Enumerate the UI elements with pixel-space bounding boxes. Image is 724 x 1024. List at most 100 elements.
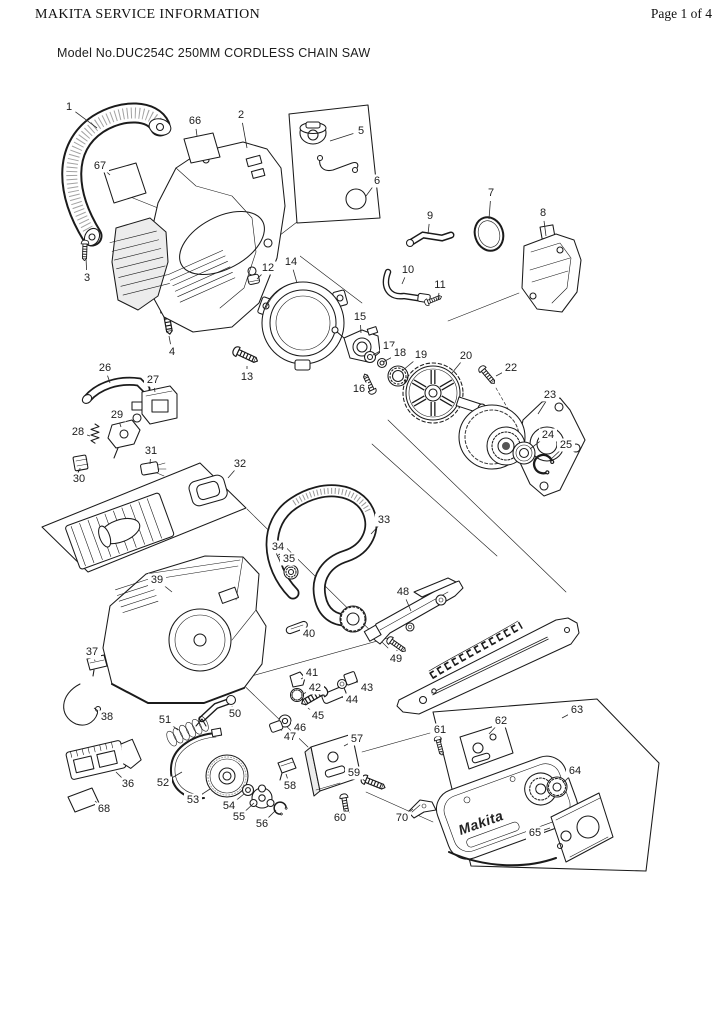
part-number-63: 63 [571, 704, 583, 716]
callout-leader-33 [370, 525, 379, 535]
callout-leader-25 [548, 450, 561, 462]
part-number-34: 34 [272, 541, 284, 553]
callout-halo-68 [95, 802, 113, 816]
part-sprocket-cover: Makita [435, 755, 579, 867]
callout-leader-1 [75, 111, 98, 129]
part-number-58: 58 [284, 780, 296, 792]
part-label-sticker-67 [103, 162, 147, 204]
part-number-25: 25 [560, 439, 572, 451]
part-cap-nut-12 [247, 273, 260, 285]
part-number-55: 55 [233, 811, 245, 823]
part-number-22: 22 [505, 362, 517, 374]
callout-leader-14 [292, 269, 298, 284]
callout-leader-10 [401, 277, 406, 285]
callout-halo-52 [154, 776, 172, 790]
callout-halo-63 [568, 703, 586, 717]
callout-leader-58 [285, 773, 288, 779]
part-motor-bracket-23 [458, 397, 586, 497]
part-number-39: 39 [151, 574, 163, 586]
callout-halo-4 [166, 345, 178, 359]
callout-halo-5 [355, 124, 367, 138]
part-screw-3 [80, 239, 90, 262]
part-cover-plate-65 [550, 792, 614, 863]
part-controller-32 [65, 474, 228, 570]
part-number-50: 50 [229, 708, 241, 720]
part-number-27: 27 [147, 374, 159, 386]
callout-halo-14 [282, 255, 300, 269]
part-number-19: 19 [415, 349, 427, 361]
part-lever-9 [405, 231, 455, 248]
part-sprocket-20 [402, 362, 487, 424]
part-number-37: 37 [86, 646, 98, 658]
part-number-13: 13 [241, 371, 253, 383]
callout-halo-42 [306, 681, 324, 695]
part-number-29: 29 [111, 409, 123, 421]
part-number-53: 53 [187, 794, 199, 806]
callout-halo-28 [69, 425, 87, 439]
part-tensioner-44 [321, 678, 348, 704]
callout-leader-20 [451, 361, 462, 374]
callout-halo-25 [557, 438, 575, 452]
callout-halo-57 [348, 732, 366, 746]
part-spring-51 [166, 716, 209, 747]
callout-leader-27 [153, 387, 156, 393]
part-oil-pump-8 [521, 224, 582, 313]
callout-halo-8 [537, 206, 549, 220]
callout-leader-29 [119, 422, 122, 428]
part-number-64: 64 [569, 765, 581, 777]
model-line: Model No.DUC254C 250MM CORDLESS CHAIN SA… [57, 46, 371, 60]
part-number-1: 1 [66, 101, 72, 113]
callout-halo-6 [371, 174, 383, 188]
part-number-14: 14 [285, 256, 297, 268]
callout-halo-35 [280, 552, 298, 566]
callout-halo-15 [351, 310, 369, 324]
callout-halo-41 [303, 666, 321, 680]
callout-halo-18 [391, 346, 409, 360]
callout-halo-36 [119, 777, 137, 791]
part-number-57: 57 [351, 733, 363, 745]
part-wire-form-38 [63, 683, 102, 726]
part-spring-28 [90, 423, 100, 444]
callout-leader-7 [488, 200, 491, 220]
part-number-31: 31 [145, 445, 157, 457]
part-number-56: 56 [256, 818, 268, 830]
callout-leader-62 [488, 726, 496, 735]
part-screw-61 [433, 735, 446, 757]
callout-leader-11 [437, 292, 440, 301]
part-number-28: 28 [72, 426, 84, 438]
part-number-66: 66 [189, 115, 201, 127]
part-saw-chain [428, 620, 523, 680]
callout-leader-23 [537, 401, 547, 415]
callout-halo-7 [485, 186, 497, 200]
callout-halo-55 [230, 810, 248, 824]
part-number-18: 18 [394, 347, 406, 359]
callout-leader-36 [115, 771, 123, 779]
part-number-48: 48 [397, 586, 409, 598]
callout-halo-29 [108, 408, 126, 422]
callout-halo-66 [186, 114, 204, 128]
callout-halo-62 [492, 714, 510, 728]
callout-halo-39 [148, 573, 166, 587]
callout-halo-51 [156, 713, 174, 727]
callout-halo-2 [235, 108, 247, 122]
part-number-35: 35 [283, 553, 295, 565]
callout-leader-6 [365, 187, 373, 197]
callout-halo-60 [331, 811, 349, 825]
callout-halo-26 [96, 361, 114, 375]
part-screw-22 [476, 363, 498, 387]
part-label-sticker-66 [183, 132, 221, 164]
callout-halo-47 [281, 730, 299, 744]
callout-halo-56 [253, 817, 271, 831]
callout-leader-55 [244, 802, 255, 812]
part-number-62: 62 [495, 715, 507, 727]
part-number-49: 49 [390, 653, 402, 665]
part-number-47: 47 [284, 731, 296, 743]
part-switch-27 [131, 385, 178, 425]
part-number-7: 7 [488, 187, 494, 199]
callout-leader-2 [242, 122, 248, 149]
part-number-9: 9 [427, 210, 433, 222]
part-number-70: 70 [396, 812, 408, 824]
part-washer-54 [241, 783, 255, 797]
